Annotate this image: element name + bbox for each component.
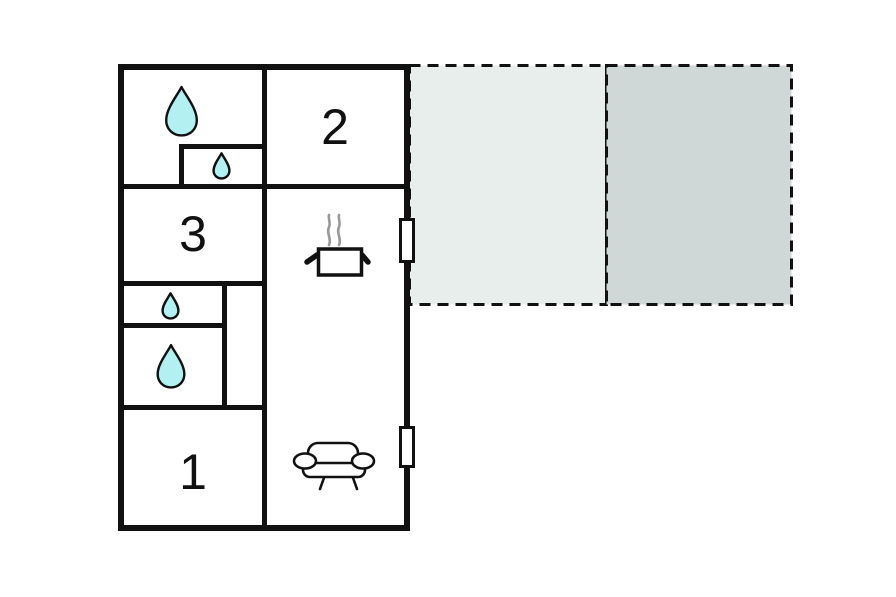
cooking-pot-icon <box>304 213 371 277</box>
wall-mid-divider <box>118 323 227 328</box>
terrace-right-area <box>605 64 793 306</box>
water-drop-icon <box>163 85 200 138</box>
sofa-icon <box>292 441 376 491</box>
water-drop-icon <box>161 292 180 320</box>
window-marker-lower <box>399 426 415 468</box>
room-1-label: 1 <box>179 444 207 500</box>
wall-horizontal-top-divider <box>118 184 410 189</box>
wall-vertical-corridor <box>222 281 227 410</box>
window-marker-upper <box>399 218 415 263</box>
wall-subroom-left <box>179 144 184 189</box>
wall-subroom-top <box>179 144 267 149</box>
terrace-areas <box>408 64 793 306</box>
wall-room3-bottom <box>118 281 267 286</box>
wall-vertical-main <box>262 64 267 531</box>
room-3-label: 3 <box>179 206 207 262</box>
room-2-label: 2 <box>321 99 349 155</box>
terrace-left-area <box>408 64 608 306</box>
water-drop-icon <box>155 343 187 390</box>
wall-room1-top <box>118 405 267 410</box>
water-drop-icon <box>212 152 231 180</box>
